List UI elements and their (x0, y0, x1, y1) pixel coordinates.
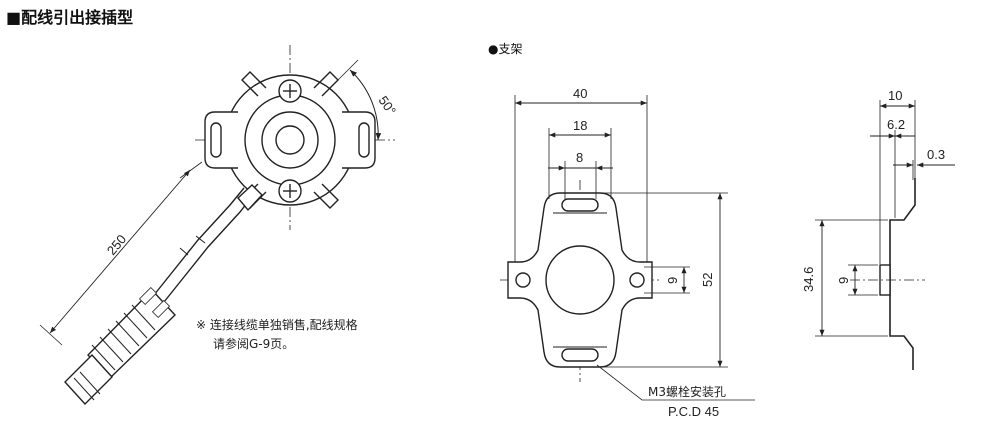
dim-9-side: 9 (836, 277, 851, 284)
dim-34-6: 34.6 (801, 267, 816, 292)
hole-label: M3螺栓安装孔 (648, 384, 726, 399)
note-line-1: ※ 连接线缆单独销售,配线规格 (196, 317, 358, 332)
cable (149, 187, 245, 301)
angle-label: 50° (376, 93, 400, 118)
bracket-section-title: ●支架 (488, 42, 523, 56)
dim-10: 10 (888, 88, 902, 103)
note-line-2: 请参阅G-9页。 (213, 336, 294, 351)
dim-6-2: 6.2 (887, 117, 905, 132)
dim-40: 40 (573, 86, 587, 101)
dim-18: 18 (573, 118, 587, 133)
connector (64, 286, 176, 406)
page-title: ■配线引出接插型 (6, 8, 134, 27)
dim-0-3: 0.3 (927, 147, 945, 162)
pcd-label: P.C.D 45 (668, 404, 719, 419)
dim-9-front: 9 (665, 277, 680, 284)
bracket-side-view (815, 100, 955, 370)
cable-length-label: 250 (104, 232, 129, 258)
encoder-drawing (39, 45, 395, 406)
bracket-front-view (500, 95, 755, 401)
dim-8: 8 (576, 150, 583, 165)
dim-52: 52 (700, 273, 715, 287)
